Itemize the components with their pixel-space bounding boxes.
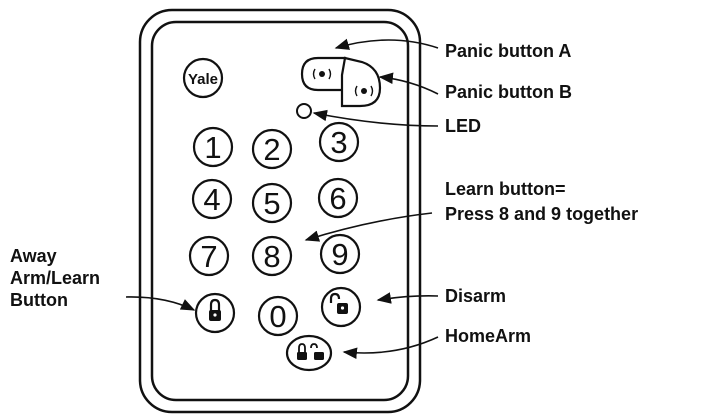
label-home-arm: HomeArm	[445, 326, 532, 346]
home-arm-button[interactable]	[285, 334, 333, 372]
svg-text:6: 6	[329, 181, 346, 216]
yale-logo: Yale	[182, 57, 224, 99]
label-away-arm-learn: Away Arm/Learn Button	[10, 245, 100, 311]
svg-text:4: 4	[203, 182, 220, 217]
siren-icon	[354, 85, 374, 97]
svg-text:0: 0	[269, 299, 286, 334]
key-3[interactable]: 3	[318, 121, 360, 163]
key-4[interactable]: 4	[191, 178, 233, 220]
logo-text: Yale	[188, 71, 218, 88]
key-0[interactable]: 0	[257, 295, 299, 337]
panic-button-b[interactable]	[340, 56, 382, 108]
key-2[interactable]: 2	[251, 128, 293, 170]
siren-icon	[312, 68, 332, 80]
away-arm-button[interactable]	[194, 292, 236, 334]
label-learn-button: Learn button= Press 8 and 9 together	[445, 178, 638, 225]
key-7[interactable]: 7	[188, 235, 230, 277]
led-indicator	[296, 103, 312, 119]
svg-text:2: 2	[263, 132, 280, 167]
arrow-panic-a	[334, 38, 439, 50]
arrow-away	[125, 296, 196, 311]
key-5[interactable]: 5	[251, 182, 293, 224]
key-6[interactable]: 6	[317, 177, 359, 219]
label-led: LED	[445, 116, 481, 136]
unlocked-padlock-icon	[329, 292, 348, 314]
svg-text:9: 9	[331, 237, 348, 272]
svg-text:1: 1	[204, 130, 221, 165]
arrow-panic-b	[378, 72, 439, 95]
label-away-line-3: Button	[10, 290, 68, 310]
arrow-learn	[304, 212, 433, 242]
svg-text:5: 5	[263, 186, 280, 221]
svg-text:3: 3	[330, 125, 347, 160]
panic-button-a[interactable]	[300, 56, 347, 92]
arrow-disarm	[376, 292, 439, 304]
arrow-home-arm	[342, 336, 439, 359]
key-1[interactable]: 1	[192, 126, 234, 168]
label-panic-button-a: Panic button A	[445, 41, 572, 61]
label-away-line-2: Arm/Learn	[10, 268, 101, 288]
svg-text:7: 7	[200, 239, 217, 274]
svg-text:8: 8	[263, 239, 280, 274]
label-learn-line-1: Learn button=	[445, 179, 566, 199]
label-disarm: Disarm	[445, 286, 507, 306]
key-9[interactable]: 9	[319, 233, 361, 275]
locked-padlock-icon	[209, 298, 221, 321]
label-learn-line-2: Press 8 and 9 together	[445, 204, 639, 224]
label-panic-button-b: Panic button B	[445, 82, 572, 102]
callout-arrows	[125, 38, 439, 359]
key-8[interactable]: 8	[251, 235, 293, 277]
disarm-button[interactable]	[320, 286, 362, 328]
label-away-line-1: Away	[10, 246, 57, 266]
arrow-led	[312, 109, 439, 127]
partial-lock-icon	[297, 343, 324, 360]
